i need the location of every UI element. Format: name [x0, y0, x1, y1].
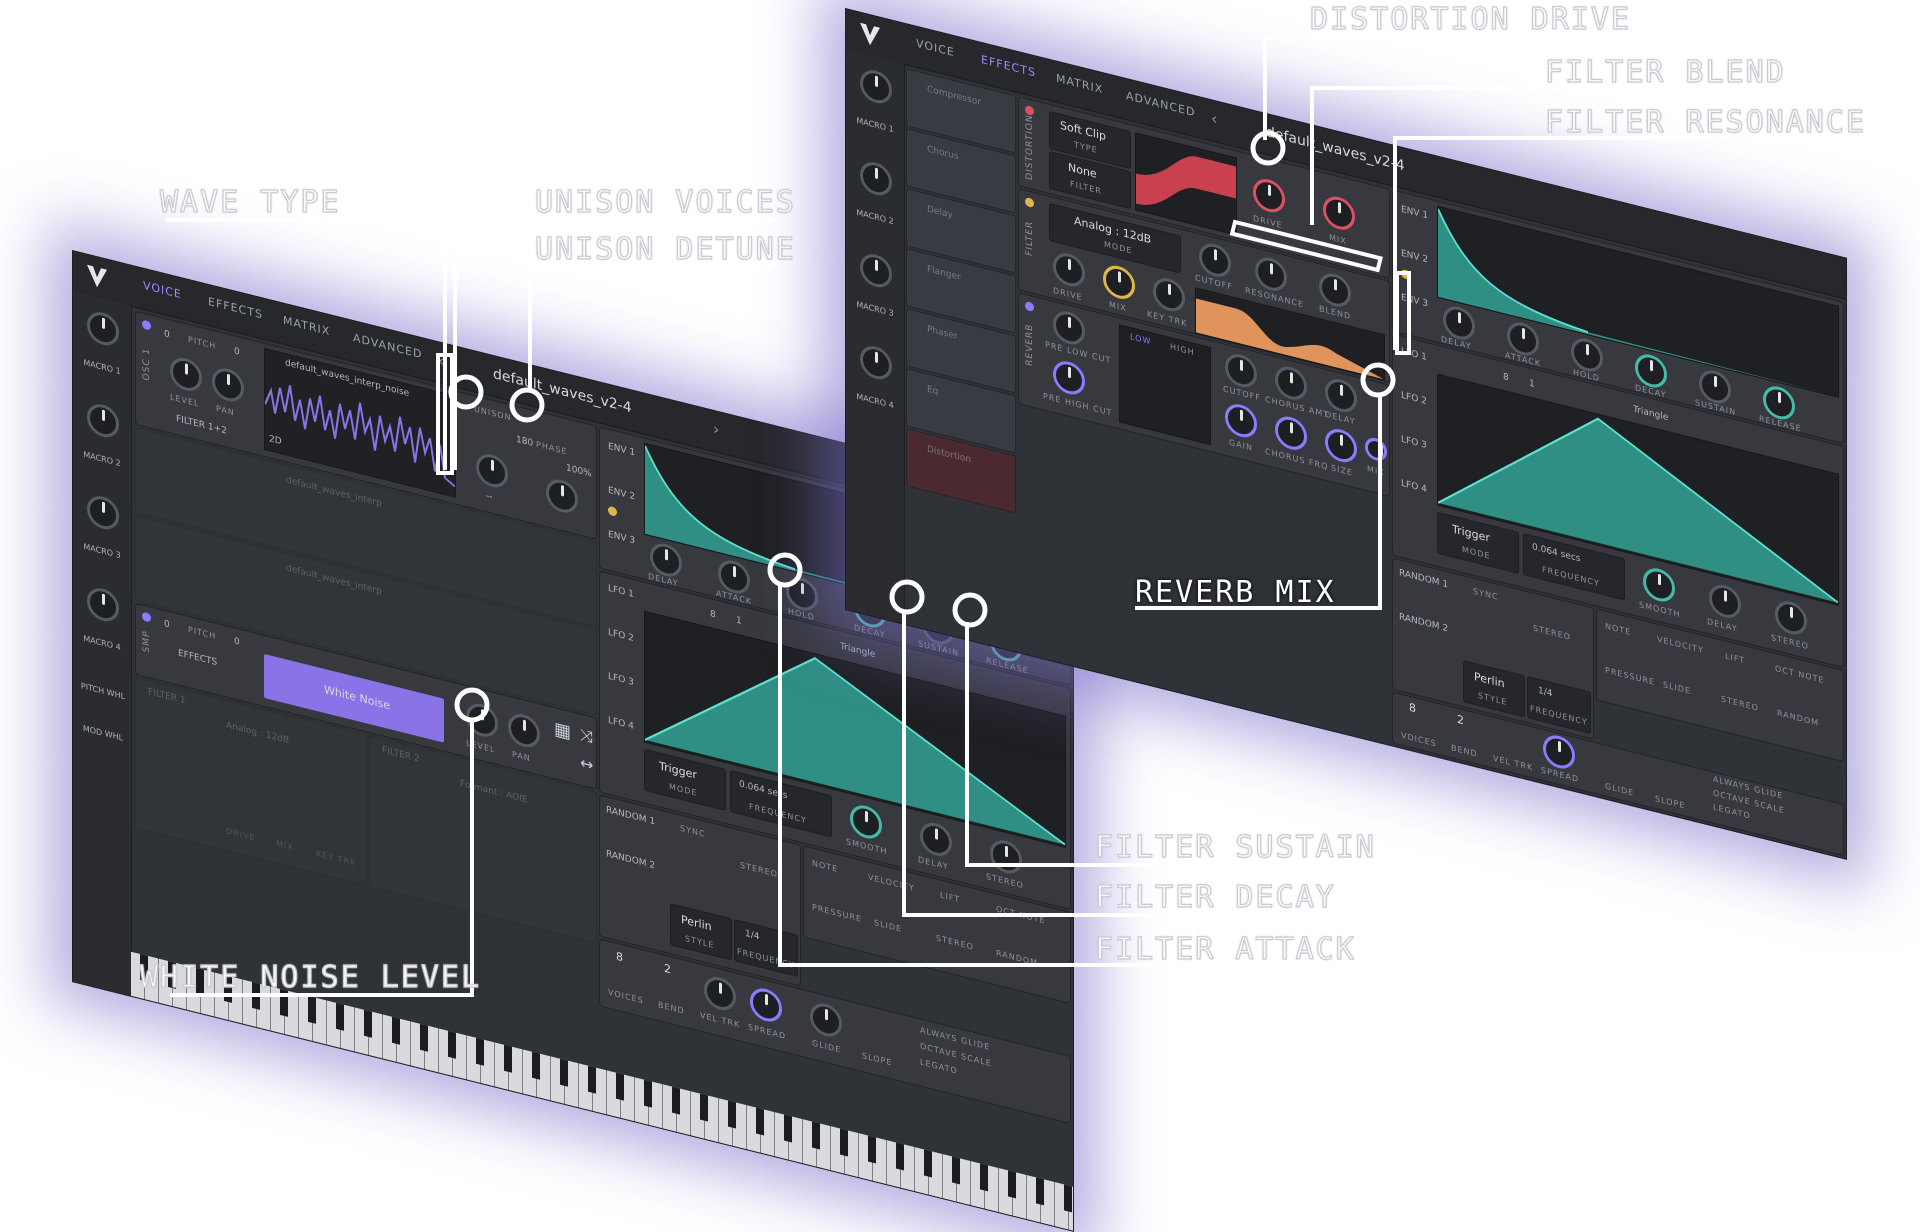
lfo-curve: [644, 657, 1066, 846]
filter-blend-leader: [1310, 86, 1765, 225]
envelope-graph[interactable]: [644, 442, 1066, 640]
top-bar-fx: VOICE EFFECTS MATRIX ADVANCED ‹ default_…: [846, 9, 1846, 300]
reverb-mix-callout: REVERB MIX: [1135, 575, 1336, 610]
envelope-panel: ENV 1 ENV 2 ENV 3 DELAY ATTACK HOLD DECA…: [599, 426, 1071, 687]
envelope-curve-fx: [1437, 208, 1838, 397]
filter-sustain-marker: [952, 592, 988, 628]
unison-voices-marker: [448, 374, 484, 410]
distortion-curve: [1136, 156, 1236, 205]
filter-attack-leader: [778, 585, 1340, 967]
filter-decay-marker: [889, 579, 925, 615]
vital-logo-fx-icon: [860, 22, 880, 46]
unison-detune-marker: [509, 387, 545, 423]
lfo-curve-fx: [1437, 417, 1839, 604]
filter-blend-bracket: [1229, 219, 1383, 273]
osc-1-wavetable-display[interactable]: default_waves_interp_noise 2D: [264, 347, 456, 498]
callout-lines: [0, 0, 1920, 1080]
distortion-drive-callout: DISTORTION DRIVE: [1309, 1, 1631, 37]
synth-voice-screenshot: VOICE EFFECTS MATRIX ADVANCED ‹ default_…: [72, 250, 1074, 1232]
top-bar: VOICE EFFECTS MATRIX ADVANCED ‹ default_…: [73, 251, 1073, 542]
noise-level-marker: [454, 687, 490, 723]
envelope-panel-fx: ENV 1 ENV 2 ENV 3 DELAY ATTACK HOLD DECA…: [1392, 189, 1844, 445]
lfo-graph-fx[interactable]: [1437, 373, 1839, 606]
reverb-mix-leader: [1135, 395, 1382, 610]
filter-resonance-callout: FILTER RESONANCE: [1544, 104, 1866, 140]
vital-logo-icon: [87, 264, 107, 288]
synth-effects-screenshot: VOICE EFFECTS MATRIX ADVANCED ‹ default_…: [845, 8, 1847, 860]
filter-decay-leader: [902, 612, 1315, 917]
filter-attack-marker: [767, 552, 803, 588]
unison-voices-leader: [453, 218, 775, 470]
filter-sustain-leader: [965, 622, 1355, 867]
envelope-graph-fx[interactable]: [1437, 205, 1839, 398]
filter-resonance-leader: [1393, 136, 1845, 350]
composite-figure: VOICE EFFECTS MATRIX ADVANCED ‹ default_…: [0, 0, 1920, 1080]
wave-type-callout: WAVE TYPE: [159, 184, 341, 220]
filter-decay-callout: FILTER DECAY: [1094, 879, 1336, 915]
noise-level-leader: [170, 720, 474, 997]
osc-1-panel: OSC 1 0 PITCH 0 LEVEL PAN FILTER 1+2 def…: [135, 310, 597, 540]
distortion-panel: DISTORTION Soft Clip TYPE None FILTER DR…: [1018, 96, 1390, 279]
filter-attack-callout: FILTER ATTACK: [1094, 931, 1356, 967]
lfo-graph[interactable]: [644, 610, 1066, 848]
distortion-drive-marker: [1250, 130, 1286, 166]
distortion-curve-display: [1135, 132, 1237, 236]
unison-detune-callout: UNISON DETUNE: [534, 231, 796, 267]
unison-voices-callout: UNISON VOICES: [534, 184, 796, 220]
lfo-panel-fx: LFO 1 LFO 2 LFO 3 LFO 4 8 1 Triangle Tri…: [1392, 333, 1844, 669]
wave-type-leader: [165, 218, 447, 470]
fx-filter-response-display[interactable]: [1195, 287, 1385, 381]
filter-blend-callout: FILTER BLEND: [1544, 54, 1786, 90]
fx-filter-curve: [1196, 298, 1384, 380]
wavetable-waveform: [264, 384, 456, 488]
noise-level-callout: WHITE NOISE LEVEL: [139, 959, 482, 995]
filter-resonance-bracket: [1395, 271, 1411, 355]
reverb-mix-marker: [1360, 362, 1396, 398]
wave-type-bracket: [436, 353, 454, 475]
unison-detune-leader: [528, 263, 775, 392]
lfo-panel: LFO 1 LFO 2 LFO 3 LFO 4 8 1 Triangle Tri…: [599, 570, 1071, 911]
envelope-curve: [644, 445, 1065, 639]
distortion-drive-leader: [1263, 36, 1610, 140]
filter-sustain-callout: FILTER SUSTAIN: [1094, 829, 1376, 865]
fx-filter-panel: FILTER Analog : 12dB MODE DRIVE MIX KEY …: [1018, 188, 1390, 383]
